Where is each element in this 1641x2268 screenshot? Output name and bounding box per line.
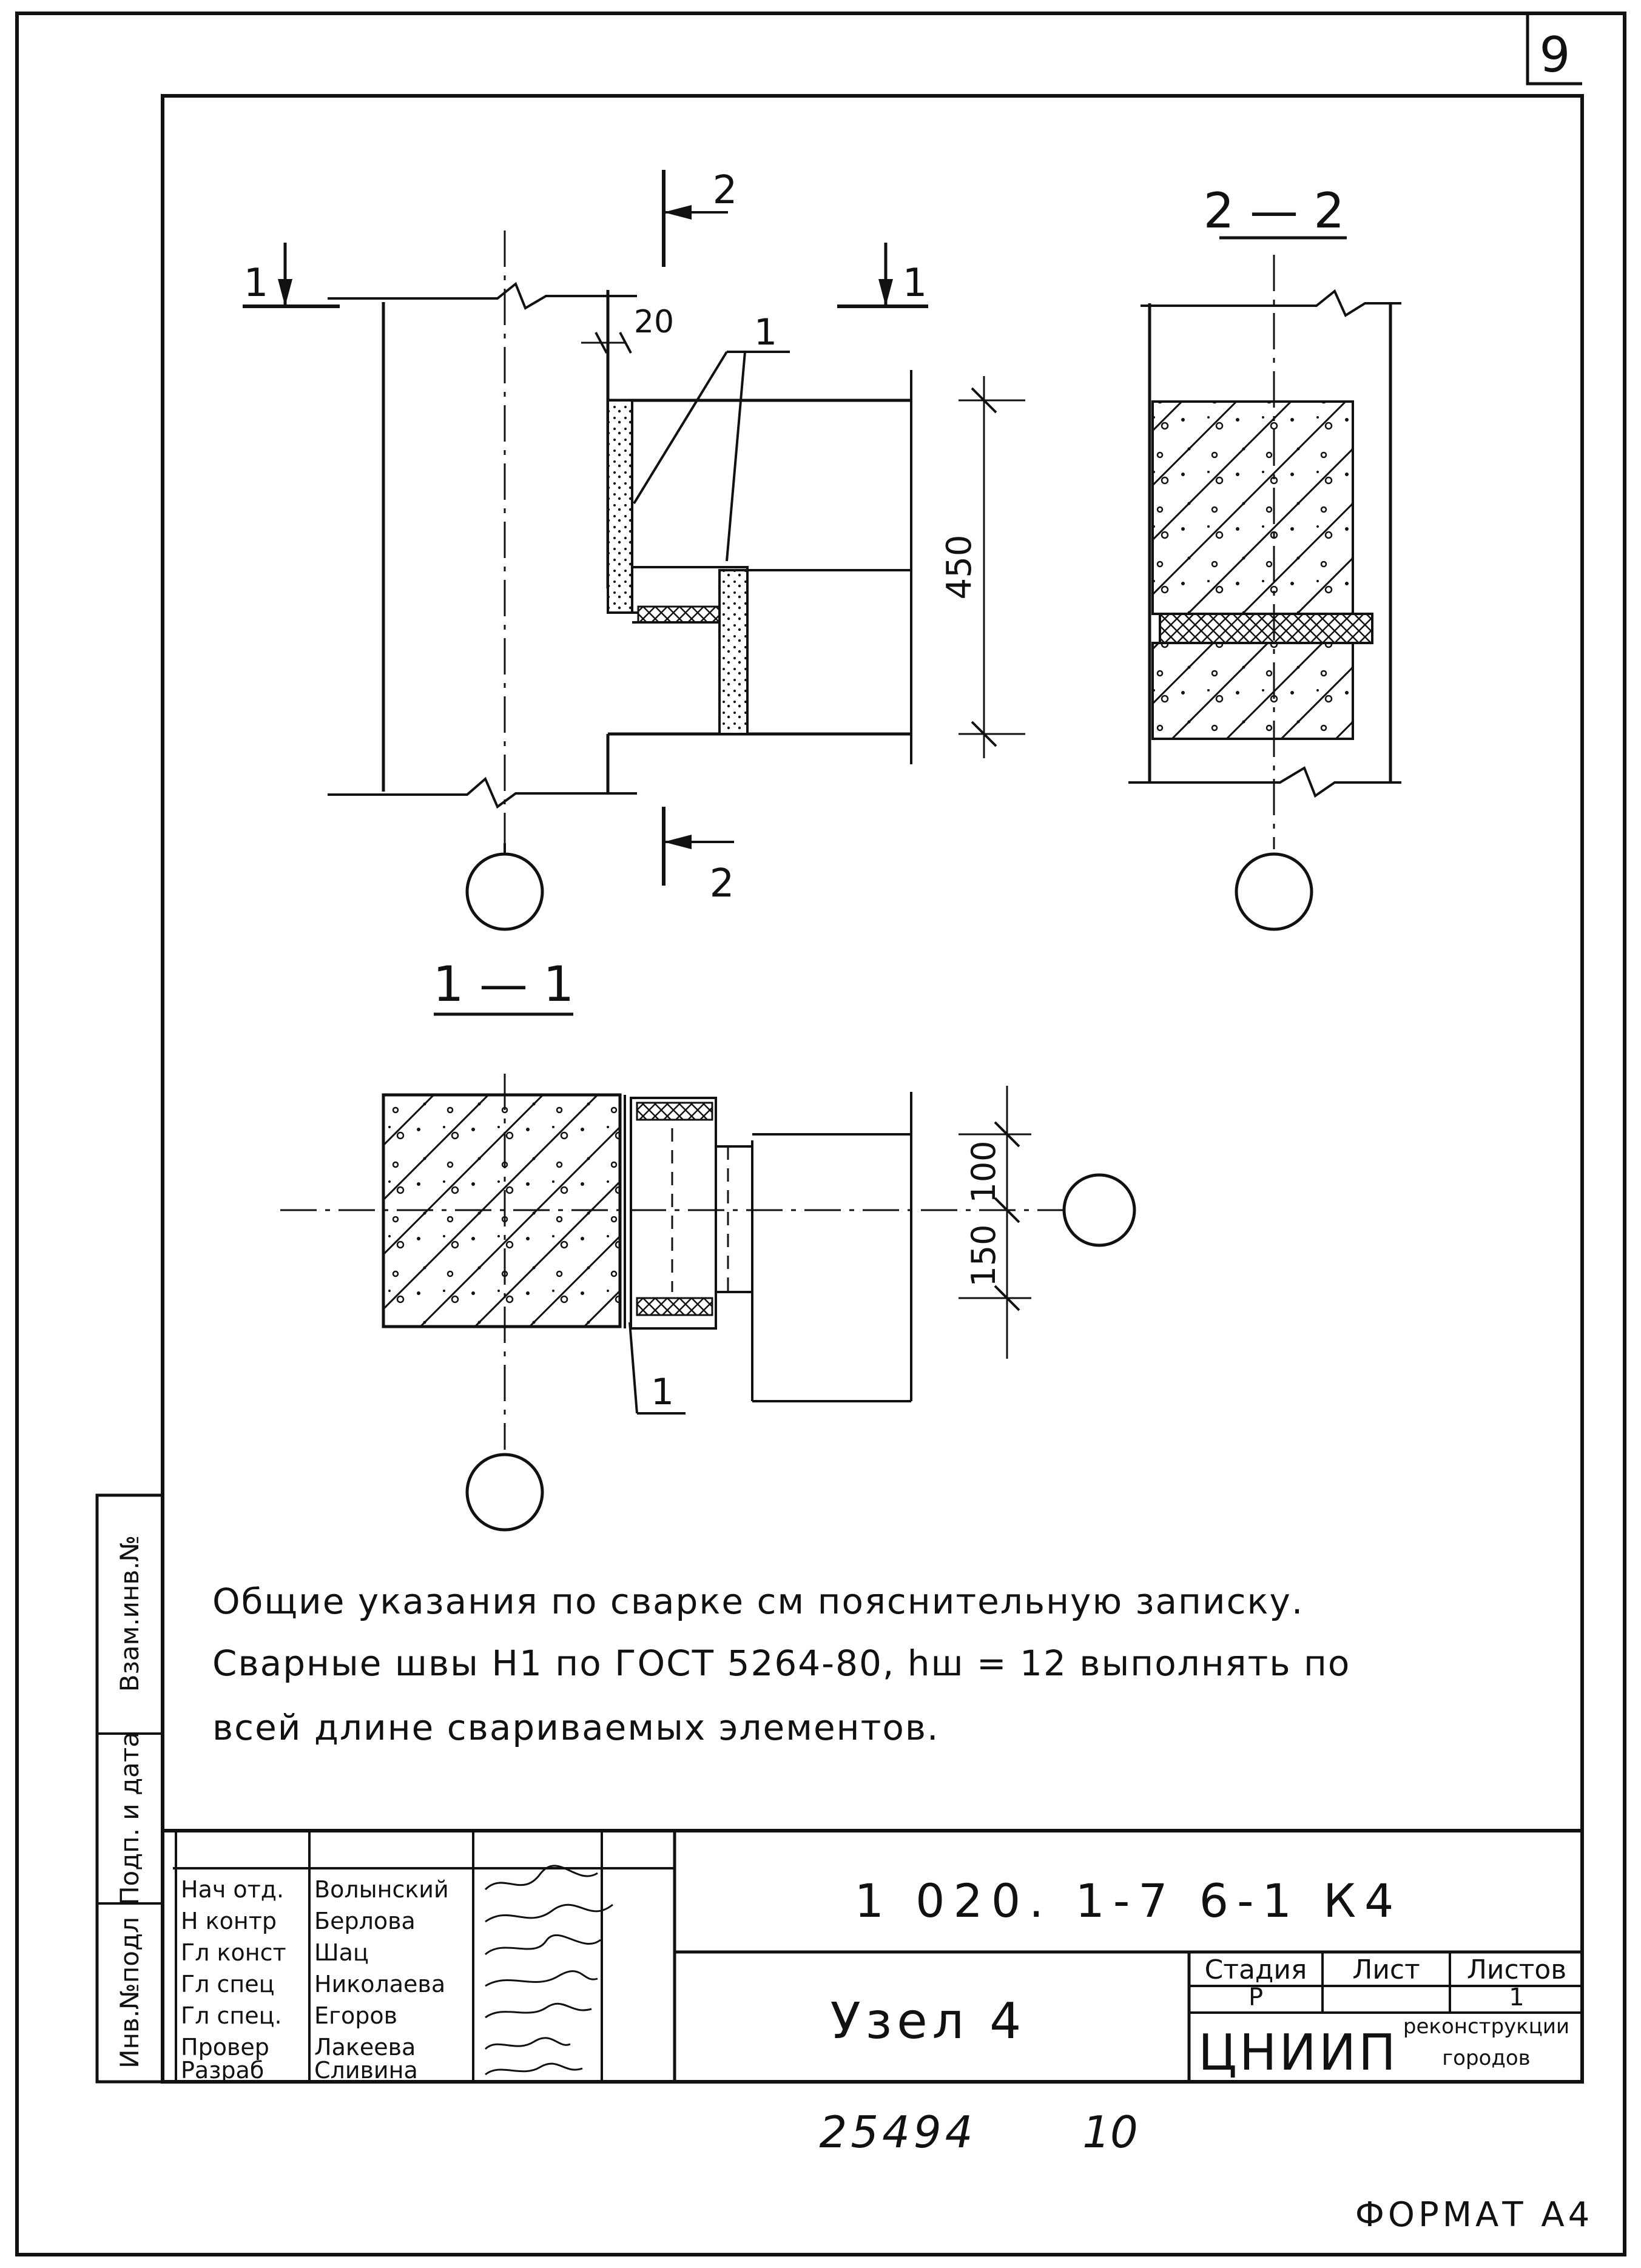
section-marker-1-left: 1 bbox=[244, 261, 269, 306]
axis-bubble-section-22 bbox=[1235, 852, 1313, 931]
signature-rows: Нач отд. Волынский Н контр Берлова Гл ко… bbox=[181, 1876, 449, 2084]
signature-name: Волынский bbox=[314, 1876, 449, 1903]
org-logo: ЦНИИП bbox=[1198, 2024, 1398, 2082]
signature-row: Гл конст Шац bbox=[181, 1939, 369, 1966]
sheet-number-box bbox=[1526, 13, 1582, 86]
note-line-2: Сварные швы Н1 по ГОСТ 5264-80, hш = 12 … bbox=[212, 1643, 1350, 1684]
org-line-1: реконструкции bbox=[1403, 2014, 1569, 2039]
signature-name: Егоров bbox=[314, 2002, 397, 2029]
side-stamp: Взам.инв.№ Подп. и дата Инв.№подл bbox=[95, 1493, 164, 2084]
inventory-sheet: 10 bbox=[1082, 2107, 1138, 2158]
section-marker-2-top: 2 bbox=[713, 168, 738, 213]
signature-name: Николаева bbox=[314, 1971, 445, 1997]
header-stage: Стадия bbox=[1205, 1954, 1307, 1985]
section-title-2-2: 2 — 2 bbox=[1204, 183, 1345, 239]
signature-role: Н контр bbox=[181, 1908, 277, 1934]
elevation-view: 1 20 450 1 1 2 2 bbox=[243, 168, 1025, 931]
title-block: 1 020. 1-7 6-1 К4 Узел 4 Стадия Лист Лис… bbox=[163, 1829, 1582, 2084]
signature-row: Гл спец. Егоров bbox=[181, 2002, 397, 2029]
axis-bubble-section-11-right bbox=[1062, 1173, 1136, 1247]
header-sheet: Лист bbox=[1352, 1954, 1420, 1985]
dim-20: 20 bbox=[634, 304, 674, 340]
signature-row: Н контр Берлова bbox=[181, 1908, 416, 1934]
callout-label-bottom: 1 bbox=[651, 1371, 674, 1413]
callout-label-top: 1 bbox=[754, 311, 777, 354]
section-title-1-1: 1 — 1 bbox=[433, 956, 575, 1012]
section-2-2: 2 — 2 bbox=[1128, 183, 1401, 931]
value-sheets: 1 bbox=[1509, 1984, 1524, 2011]
signature-row: Провер Лакеева bbox=[181, 2034, 416, 2061]
axis-bubble-elevation bbox=[465, 852, 544, 931]
document-code: 1 020. 1-7 6-1 К4 bbox=[855, 1874, 1403, 1928]
signature-role: Нач отд. bbox=[181, 1876, 284, 1903]
note-line-3: всей длине свариваемых элементов. bbox=[212, 1707, 939, 1748]
signature-role: Гл спец bbox=[181, 1971, 275, 1997]
value-stage: Р bbox=[1248, 1984, 1263, 2011]
sheet-outer-frame bbox=[15, 12, 1626, 2256]
dim-450: 450 bbox=[940, 535, 979, 600]
sheet-number: 9 bbox=[1540, 27, 1571, 83]
signature-name: Шац bbox=[314, 1939, 369, 1966]
signature-row: Гл спец Николаева bbox=[181, 1971, 445, 1997]
signature-role: Гл конст bbox=[181, 1939, 286, 1966]
signature-row: Нач отд. Волынский bbox=[181, 1876, 449, 1903]
signature-role: Гл спец. bbox=[181, 2002, 282, 2029]
side-stamp-cell-2: Подп. и дата bbox=[115, 1732, 144, 1905]
axis-bubble-section-11-bottom bbox=[465, 1453, 544, 1532]
general-notes: Общие указания по сварке см пояснительну… bbox=[212, 1581, 1350, 1748]
section-marker-2-bottom: 2 bbox=[710, 861, 735, 906]
format-label: ФОРМАТ А4 bbox=[1355, 2195, 1594, 2235]
signature-name: Сливина bbox=[314, 2057, 418, 2084]
signature-name: Лакеева bbox=[314, 2034, 416, 2061]
dim-100: 100 bbox=[965, 1140, 1003, 1203]
signature-role: Разраб bbox=[181, 2057, 264, 2084]
inventory-number: 25494 bbox=[819, 2107, 976, 2158]
signature-row: Разраб Сливина bbox=[181, 2057, 418, 2084]
org-line-2: городов bbox=[1442, 2046, 1530, 2070]
drawing-frame bbox=[161, 94, 1584, 2084]
drawing-title: Узел 4 bbox=[831, 1993, 1026, 2050]
section-marker-1-right: 1 bbox=[903, 261, 928, 306]
signature-name: Берлова bbox=[314, 1908, 416, 1934]
section-1-1: 1 — 1 1 100 150 bbox=[280, 956, 1136, 1532]
side-stamp-cell-1: Инв.№подл bbox=[115, 1917, 144, 2068]
handwritten-signatures bbox=[484, 1865, 613, 2076]
side-stamp-cell-3: Взам.инв.№ bbox=[115, 1535, 144, 1692]
header-sheets: Листов bbox=[1467, 1954, 1566, 1985]
dim-150: 150 bbox=[965, 1224, 1003, 1287]
note-line-1: Общие указания по сварке см пояснительну… bbox=[212, 1581, 1304, 1622]
signature-role: Провер bbox=[181, 2034, 269, 2061]
